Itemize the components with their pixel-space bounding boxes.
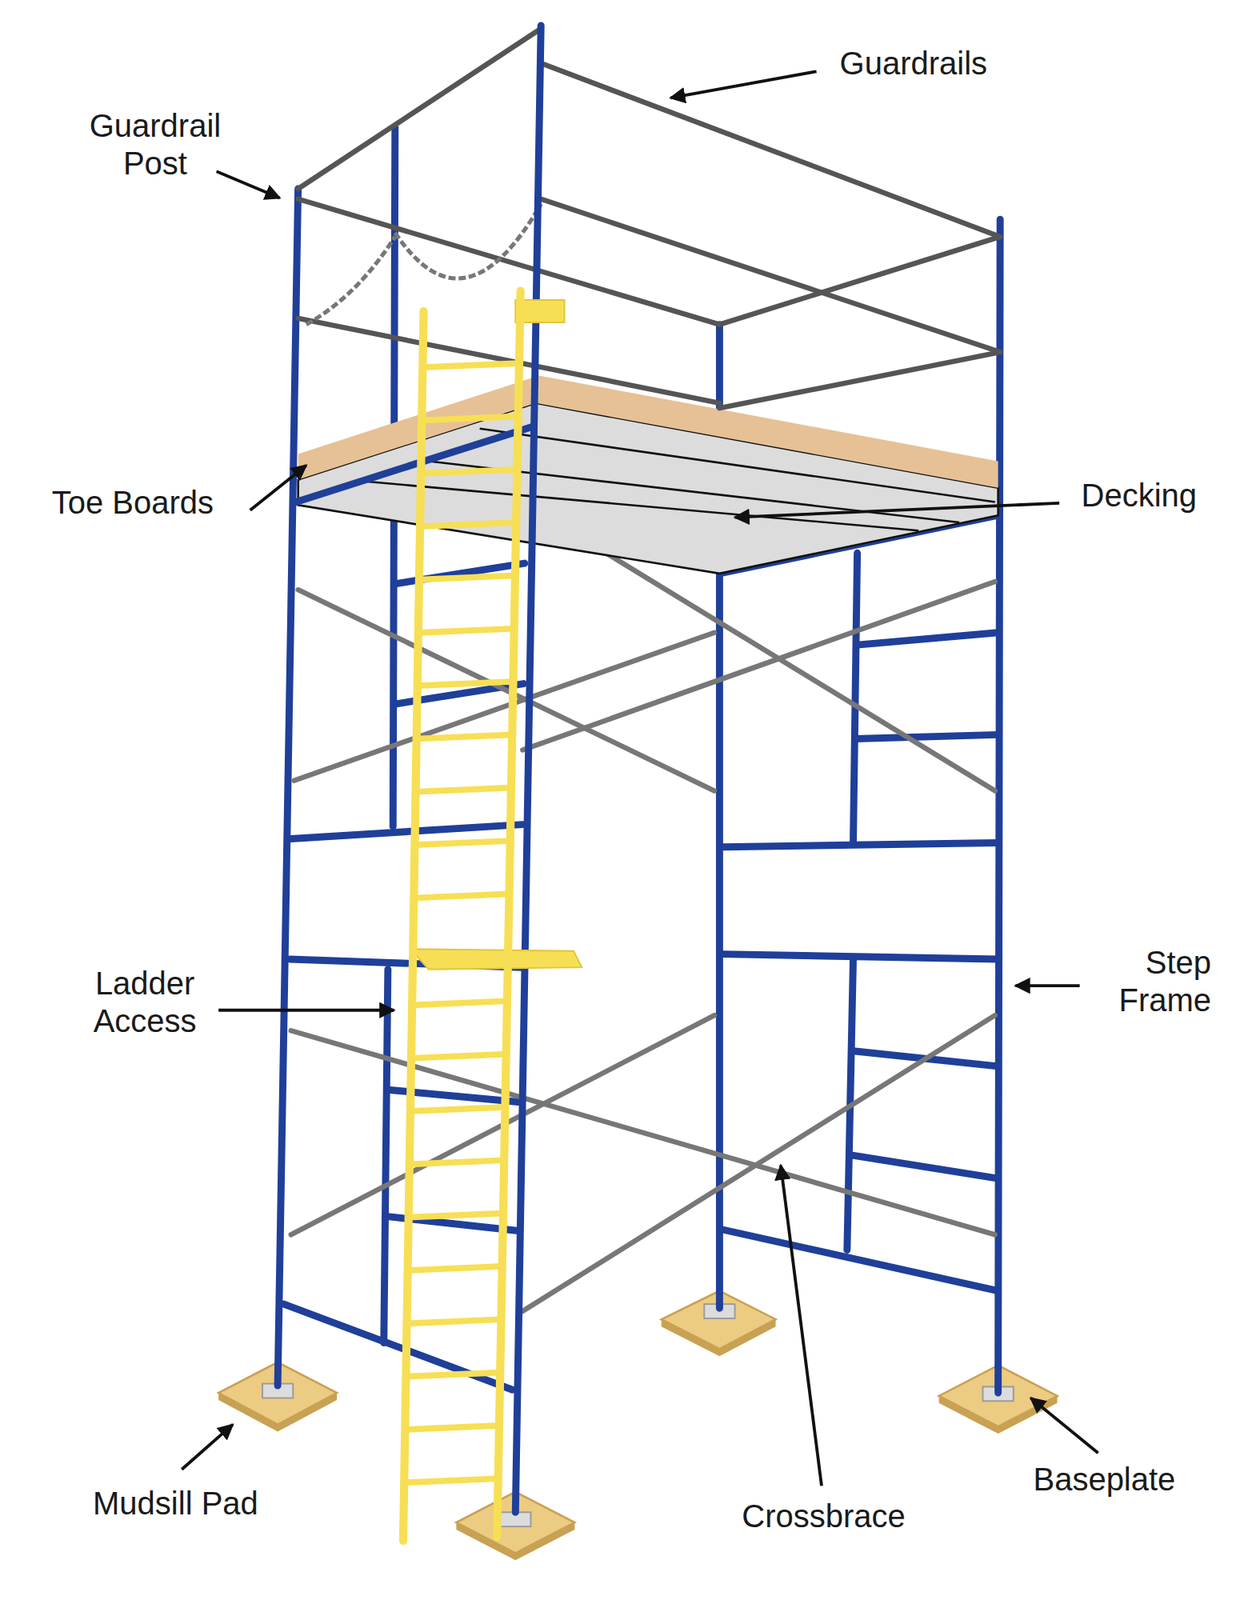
frame-rail (284, 1304, 513, 1390)
safety-chain (395, 204, 541, 279)
frame-upright (384, 969, 388, 1344)
guardrail (298, 199, 720, 325)
ladder-rail (496, 291, 520, 1537)
crossbrace (291, 1030, 996, 1235)
ladder-rung (415, 788, 512, 792)
part-label: Toe Boards (52, 484, 214, 522)
part-label: Decking (1081, 476, 1198, 515)
part-label: Crossbrace (741, 1497, 906, 1536)
ladder-rung (419, 522, 516, 527)
ladder-rung (413, 893, 510, 898)
guardrail (298, 318, 720, 404)
frame-post (277, 188, 299, 1386)
guardrail (540, 63, 1000, 237)
ladder-rung (421, 416, 519, 420)
crossbrace (298, 589, 715, 791)
safety-chain (306, 236, 396, 325)
part-label: Guardrail Post (63, 107, 248, 183)
guardrail (298, 28, 542, 189)
leader-arrow (216, 171, 280, 198)
leader-arrow (250, 465, 307, 511)
ladder-rung (407, 1266, 503, 1271)
frame-step (851, 1155, 999, 1179)
crossbrace (522, 1015, 996, 1312)
leader-arrow (181, 1424, 233, 1470)
ladder-rung (412, 1000, 508, 1005)
ladder-rung (414, 840, 511, 845)
leader-arrow (1030, 1397, 1098, 1453)
ladder-rung (408, 1213, 504, 1218)
part-label: Mudsill Pad (92, 1484, 259, 1523)
part-label: Step Frame (1091, 944, 1212, 1020)
ladder-rung (407, 1319, 501, 1324)
guardrail (540, 199, 1000, 352)
mudsill-pad-edge (456, 1522, 575, 1560)
frame-upright (853, 552, 858, 843)
ladder-rung (406, 1372, 500, 1377)
leader-arrow (780, 1165, 822, 1487)
ladder-rung (422, 363, 520, 368)
frame-rail (722, 1229, 998, 1292)
frame-post (998, 219, 1001, 1393)
ladder-rung (417, 681, 514, 686)
frame-rail (722, 954, 998, 960)
ladder-rung (419, 575, 516, 580)
ladder-rung (411, 1054, 507, 1059)
frame-post (515, 25, 541, 1512)
frame-rail (291, 824, 524, 840)
leader-arrow (670, 71, 816, 98)
ladder-rung (418, 628, 515, 633)
leader-arrow (218, 1008, 394, 1012)
crossbraces (291, 510, 996, 1312)
deck-plank-line (480, 428, 996, 503)
part-label: Ladder Access (64, 964, 225, 1040)
ladder-rung (420, 469, 518, 474)
ladder-rail (403, 311, 424, 1541)
frame-step (857, 632, 999, 645)
ladder-rung (405, 1425, 500, 1430)
part-label: Baseplate (1032, 1460, 1176, 1499)
ladder-bracket (410, 948, 582, 970)
mudsill-pads (218, 1291, 1057, 1561)
ladder-rung (409, 1160, 505, 1164)
frame-post (716, 324, 724, 409)
ladder-rung (416, 734, 513, 739)
crossbrace (522, 581, 996, 750)
leader-arrow (1015, 984, 1080, 988)
guardrail (719, 236, 1000, 325)
ladder-rung (410, 1107, 506, 1112)
leader-arrow (735, 503, 1060, 518)
mudsill-pad-edge (661, 1319, 776, 1356)
deck-edge (296, 426, 533, 502)
part-label: Guardrails (840, 44, 988, 83)
guardrail (719, 352, 1000, 408)
platform (296, 375, 999, 573)
access-ladder (403, 291, 582, 1542)
step-frames (277, 127, 1000, 1393)
ladder-rung (404, 1478, 498, 1483)
frame-step (855, 734, 999, 739)
leader-lines (181, 71, 1098, 1486)
deck-plank-line (367, 481, 919, 531)
frame-rail (722, 843, 998, 848)
guardrails (298, 28, 1001, 408)
